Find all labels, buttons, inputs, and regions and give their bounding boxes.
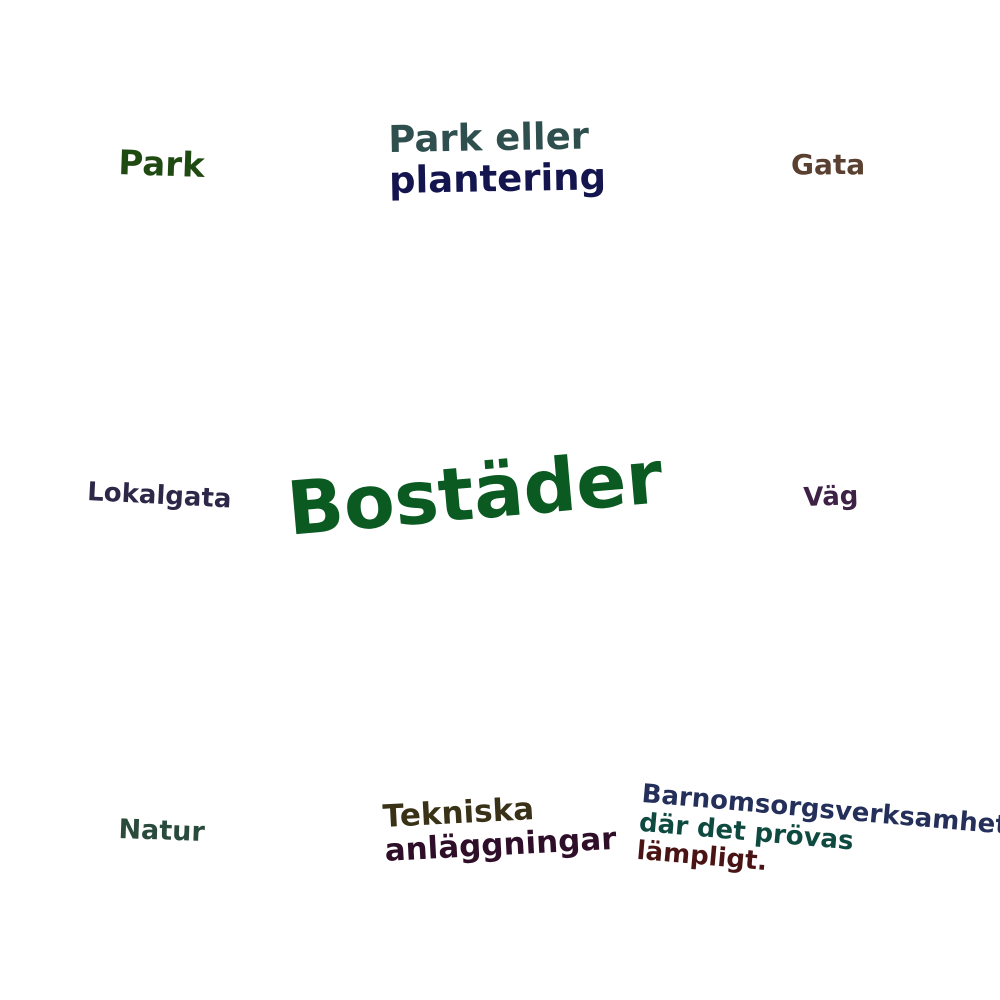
word-park-eller-plantering: Park eller plantering xyxy=(387,114,607,202)
word-tekniska-anlaggningar: Tekniska anläggningar xyxy=(382,788,617,869)
word-plantering-line: plantering xyxy=(388,154,607,202)
word-park-eller-line: Park eller xyxy=(387,114,590,161)
word-lokalgata: Lokalgata xyxy=(86,477,233,515)
word-park: Park xyxy=(117,143,206,186)
word-vag: Väg xyxy=(802,481,859,513)
word-natur: Natur xyxy=(117,814,206,848)
word-bostader: Bostäder xyxy=(283,434,667,553)
word-barnomsorgsverksamhet: Barnomsorgsverksamhet där det prövas läm… xyxy=(635,779,1000,897)
word-gata: Gata xyxy=(791,148,866,181)
